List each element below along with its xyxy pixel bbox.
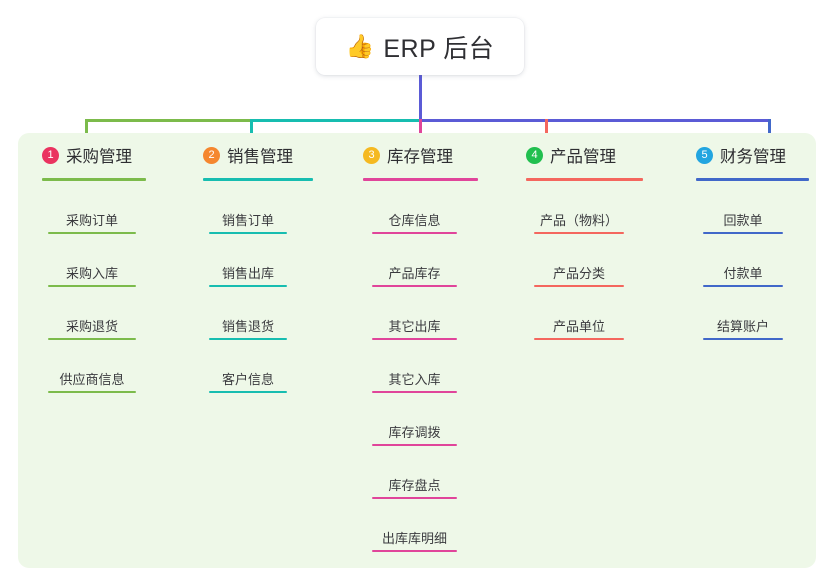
leaf-underline	[372, 338, 457, 340]
leaf-underline	[209, 285, 287, 287]
leaf-node[interactable]: 客户信息	[209, 365, 287, 393]
leaf-label: 付款单	[723, 266, 763, 281]
leaf-node[interactable]: 其它入库	[372, 365, 457, 393]
branch-badge-2: 2	[203, 146, 220, 164]
leaf-node[interactable]: 仓库信息	[372, 206, 457, 234]
branch-header-5[interactable]: 5 财务管理	[696, 143, 786, 167]
leaf-underline	[372, 391, 457, 393]
leaf-label: 采购订单	[65, 213, 118, 228]
leaf-label: 出库库明细	[381, 531, 447, 546]
leaf-underline	[372, 444, 457, 446]
leaf-node[interactable]: 其它出库	[372, 312, 457, 340]
branch-underline-1	[42, 178, 146, 181]
leaf-node[interactable]: 产品单位	[534, 312, 624, 340]
branch-underline-4	[526, 178, 643, 181]
leaf-node[interactable]: 采购退货	[48, 312, 136, 340]
leaf-underline	[372, 285, 457, 287]
leaf-node[interactable]: 采购入库	[48, 259, 136, 287]
leaf-label: 产品分类	[552, 266, 605, 281]
leaf-underline	[703, 232, 783, 234]
leaf-underline	[209, 232, 287, 234]
root-stem	[419, 75, 422, 122]
leaf-node[interactable]: 产品分类	[534, 259, 624, 287]
branch-underline-3	[363, 178, 478, 181]
leaf-node[interactable]: 库存调拨	[372, 418, 457, 446]
leaf-label: 产品（物料）	[539, 213, 618, 228]
leaf-label: 采购退货	[65, 319, 118, 334]
leaf-label: 回款单	[723, 213, 763, 228]
leaf-underline	[534, 285, 624, 287]
root-node-card[interactable]: 👍 ERP 后台	[316, 18, 524, 75]
leaf-label: 销售退货	[221, 319, 274, 334]
drop-3	[419, 119, 422, 146]
branch-badge-3: 3	[363, 146, 380, 164]
leaf-underline	[48, 338, 136, 340]
thumbs-up-icon: 👍	[345, 33, 375, 59]
leaf-label: 结算账户	[716, 319, 769, 334]
leaf-node[interactable]: 库存盘点	[372, 471, 457, 499]
leaf-underline	[703, 285, 783, 287]
leaf-node[interactable]: 结算账户	[703, 312, 783, 340]
leaf-label: 销售订单	[221, 213, 274, 228]
drop-2	[250, 119, 253, 146]
branch-underline-5	[696, 178, 809, 181]
leaf-label: 产品单位	[552, 319, 605, 334]
leaf-node[interactable]: 销售出库	[209, 259, 287, 287]
leaf-underline	[372, 497, 457, 499]
leaf-node[interactable]: 销售退货	[209, 312, 287, 340]
leaf-underline	[372, 232, 457, 234]
branch-underline-2	[203, 178, 313, 181]
leaf-label: 采购入库	[65, 266, 118, 281]
leaf-label: 库存盘点	[388, 478, 441, 493]
bus-segment-main	[419, 119, 771, 122]
leaf-node[interactable]: 销售订单	[209, 206, 287, 234]
leaf-underline	[48, 391, 136, 393]
branch-header-1[interactable]: 1 采购管理	[42, 143, 132, 167]
branch-badge-5: 5	[696, 146, 713, 164]
leaf-label: 其它出库	[388, 319, 441, 334]
branch-title-5: 财务管理	[720, 148, 786, 166]
leaf-label: 销售出库	[221, 266, 274, 281]
leaf-underline	[209, 338, 287, 340]
leaf-node[interactable]: 供应商信息	[48, 365, 136, 393]
branch-header-4[interactable]: 4 产品管理	[526, 143, 616, 167]
leaf-underline	[703, 338, 783, 340]
leaf-underline	[534, 338, 624, 340]
drop-4	[545, 119, 548, 146]
branch-header-2[interactable]: 2 销售管理	[203, 143, 293, 167]
leaf-underline	[48, 232, 136, 234]
leaf-label: 客户信息	[221, 372, 274, 387]
leaf-node[interactable]: 付款单	[703, 259, 783, 287]
leaf-node[interactable]: 产品（物料）	[534, 206, 624, 234]
leaf-underline	[372, 550, 457, 552]
branch-title-4: 产品管理	[550, 148, 616, 166]
branch-title-1: 采购管理	[66, 148, 132, 166]
leaf-node[interactable]: 回款单	[703, 206, 783, 234]
branch-title-3: 库存管理	[387, 148, 453, 166]
leaf-label: 库存调拨	[388, 425, 441, 440]
leaf-label: 仓库信息	[388, 213, 441, 228]
leaf-underline	[209, 391, 287, 393]
leaf-label: 供应商信息	[59, 372, 125, 387]
leaf-underline	[48, 285, 136, 287]
leaf-node[interactable]: 出库库明细	[372, 524, 457, 552]
leaf-node[interactable]: 采购订单	[48, 206, 136, 234]
leaf-label: 其它入库	[388, 372, 441, 387]
drop-1	[85, 119, 88, 146]
leaf-underline	[534, 232, 624, 234]
leaf-node[interactable]: 产品库存	[372, 259, 457, 287]
drop-5	[768, 119, 771, 146]
content-panel	[18, 133, 816, 568]
leaf-label: 产品库存	[388, 266, 441, 281]
bus-segment-1	[85, 119, 253, 122]
branch-badge-1: 1	[42, 146, 59, 164]
branch-title-2: 销售管理	[227, 148, 293, 166]
root-node-title: ERP 后台	[383, 34, 495, 63]
branch-header-3[interactable]: 3 库存管理	[363, 143, 453, 167]
bus-segment-2	[250, 119, 422, 122]
branch-badge-4: 4	[526, 146, 543, 164]
